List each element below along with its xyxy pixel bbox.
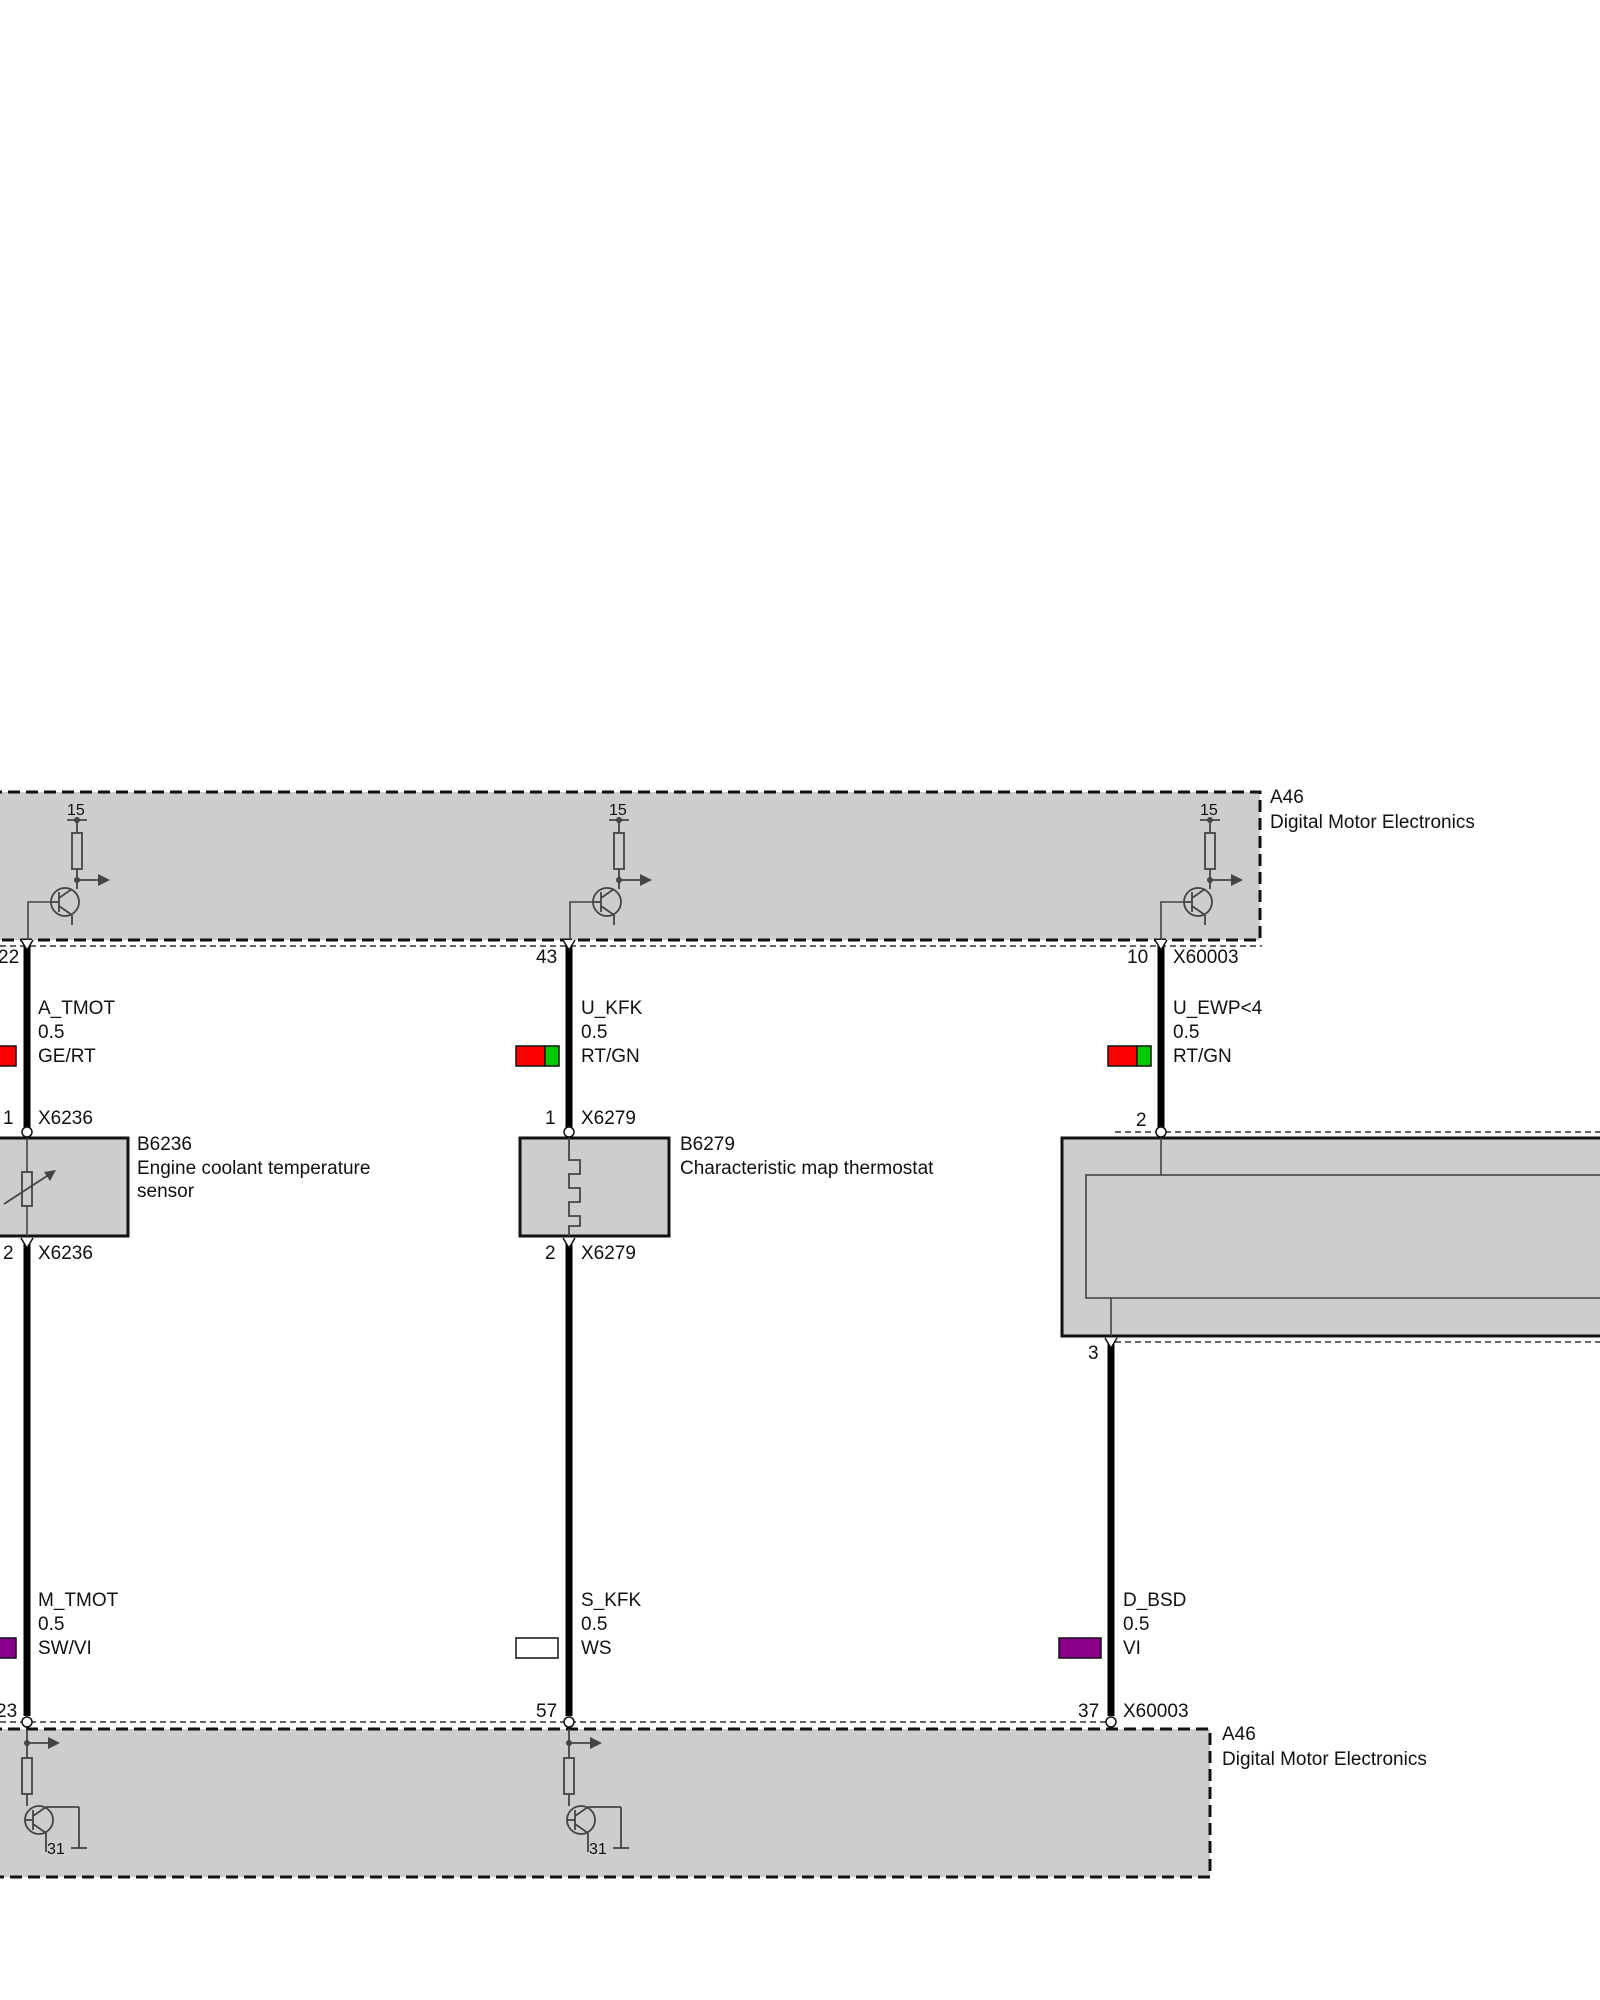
heating-element-icon (568, 1138, 581, 1236)
pin-number: 3 (1088, 1343, 1099, 1364)
b6236-pin-top: 1 X6236 (3, 1108, 93, 1138)
terminal-31-label: 31 (47, 1841, 65, 1858)
wire-signal-label: M_TMOT (38, 1590, 119, 1611)
output-stage-3: 15 (1183, 802, 1243, 925)
wire-color-label: VI (1123, 1638, 1141, 1659)
wire-color-swatch (1058, 1637, 1102, 1659)
wire-color-label: RT/GN (1173, 1046, 1232, 1067)
wire-color-label: RT/GN (581, 1046, 640, 1067)
wire-signal-label: S_KFK (581, 1590, 642, 1611)
pin-number: 2 (1136, 1110, 1147, 1131)
connector-label: X60003 (1173, 947, 1239, 968)
output-stage-2: 15 (592, 802, 652, 925)
terminal-15-label: 15 (609, 802, 627, 819)
wire-color-swatch (0, 1045, 17, 1067)
wire-a-tmot: A_TMOT 0.5 GE/RT (0, 946, 115, 1130)
wire-color-label: SW/VI (38, 1638, 92, 1659)
pump-pin-top: 2 (1136, 1110, 1167, 1138)
pin-number: 1 (545, 1108, 556, 1129)
top-pin-43: 43 (536, 939, 576, 968)
bottom-pin-37: 37 X60003 (1078, 1701, 1189, 1728)
wire-color-label: WS (581, 1638, 612, 1659)
wire-color-swatch-stripe (1136, 1045, 1152, 1067)
terminal-31-label: 31 (589, 1841, 607, 1858)
component-electric-coolant-pump (1060, 1131, 1600, 1343)
module-a46-bottom: A46 Digital Motor Electronics (0, 1721, 1427, 1879)
top-pin-10: 10 X60003 (1127, 939, 1239, 968)
pin-number: 22 (0, 947, 19, 968)
wire-color-swatch-primary (515, 1045, 546, 1067)
wire-u-kfk: U_KFK 0.5 RT/GN (515, 946, 643, 1130)
wire-gauge-label: 0.5 (581, 1022, 607, 1043)
output-stage-2-lead (569, 901, 593, 944)
connector-label: X6236 (38, 1108, 93, 1129)
output-stage-3-lead (1160, 901, 1184, 944)
wire-m-tmot: M_TMOT 0.5 SW/VI (0, 1244, 119, 1716)
output-stage-5: 31 (563, 1729, 629, 1858)
wire-color-swatch (515, 1637, 559, 1659)
pin-number: 10 (1127, 947, 1148, 968)
b6279-pin-bottom: 2 X6279 (545, 1237, 636, 1264)
connector-label: X60003 (1123, 1701, 1189, 1722)
pin-number: 37 (1078, 1701, 1099, 1722)
wire-gauge-label: 0.5 (1173, 1022, 1199, 1043)
module-bottom-code: A46 (1222, 1724, 1256, 1745)
component-b6279: B6279 Characteristic map thermostat (518, 1134, 934, 1238)
pin-number: 2 (545, 1243, 556, 1264)
module-top-code: A46 (1270, 787, 1304, 808)
connector-label: X6279 (581, 1108, 636, 1129)
output-stage-1-lead (27, 901, 51, 944)
pin-number: 1 (3, 1108, 14, 1129)
wire-color-swatch-primary (1107, 1045, 1138, 1067)
bottom-pin-23: 23 (0, 1701, 33, 1728)
wire-signal-label: U_KFK (581, 998, 643, 1019)
component-code: B6236 (137, 1134, 192, 1155)
wire-color-label: GE/RT (38, 1046, 96, 1067)
wire-gauge-label: 0.5 (581, 1614, 607, 1635)
wire-u-ewp: U_EWP<4 0.5 RT/GN (1107, 946, 1263, 1130)
component-code: B6279 (680, 1134, 735, 1155)
output-stage-4: 31 (21, 1729, 87, 1858)
top-pin-22: 22 (0, 939, 34, 968)
wire-signal-label: A_TMOT (38, 998, 115, 1019)
pin-number: 57 (536, 1701, 557, 1722)
connector-label: X6279 (581, 1243, 636, 1264)
module-bottom-name: Digital Motor Electronics (1222, 1749, 1427, 1770)
component-name-line2: sensor (137, 1181, 195, 1202)
terminal-15-label: 15 (67, 802, 85, 819)
bottom-pin-57: 57 (536, 1701, 575, 1728)
b6279-pin-top: 1 X6279 (545, 1108, 636, 1138)
pin-number: 43 (536, 947, 557, 968)
wire-d-bsd: D_BSD 0.5 VI (1058, 1344, 1186, 1716)
wire-signal-label: U_EWP<4 (1173, 998, 1263, 1019)
wire-gauge-label: 0.5 (38, 1614, 64, 1635)
terminal-15-label: 15 (1200, 802, 1218, 819)
wire-color-swatch-stripe (544, 1045, 560, 1067)
component-name-line1: Engine coolant temperature (137, 1158, 370, 1179)
connector-label: X6236 (38, 1243, 93, 1264)
pump-pin-bottom: 3 (1088, 1337, 1118, 1364)
wire-gauge-label: 0.5 (38, 1022, 64, 1043)
component-name-line1: Characteristic map thermostat (680, 1158, 934, 1179)
wire-color-swatch (0, 1637, 17, 1659)
wire-s-kfk: S_KFK 0.5 WS (515, 1244, 642, 1716)
pin-number: 23 (0, 1701, 17, 1722)
wire-gauge-label: 0.5 (1123, 1614, 1149, 1635)
pin-number: 2 (3, 1243, 14, 1264)
wire-signal-label: D_BSD (1123, 1590, 1186, 1611)
b6236-pin-bottom: 2 X6236 (3, 1237, 93, 1264)
component-b6236: B6236 Engine coolant temperature sensor (0, 1134, 370, 1238)
module-top-name: Digital Motor Electronics (1270, 812, 1475, 833)
module-a46-top: A46 Digital Motor Electronics (0, 787, 1475, 947)
